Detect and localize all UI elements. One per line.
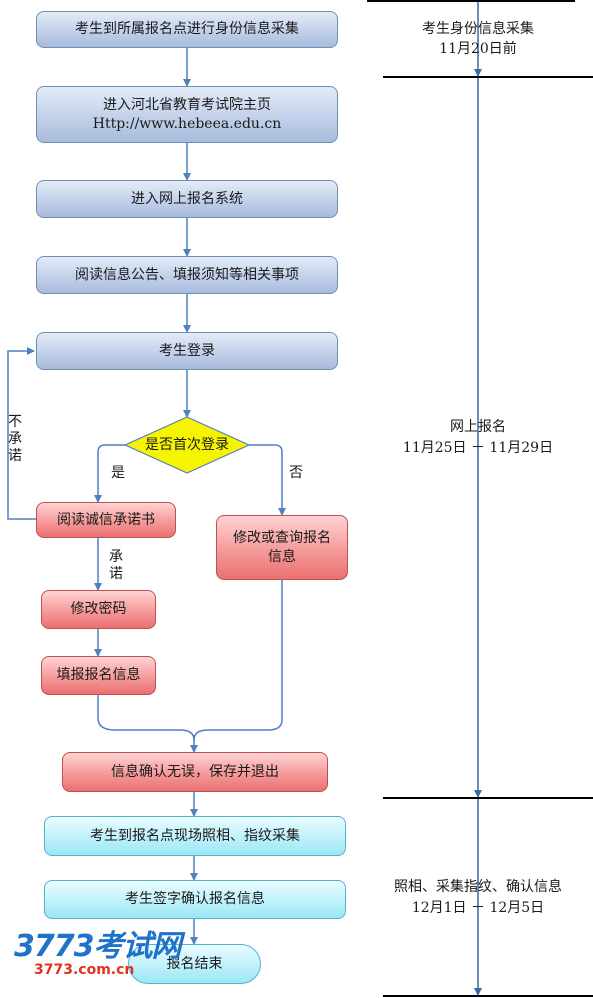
step-enter-system: 进入网上报名系统 (36, 180, 338, 218)
arrow-decision-no (249, 444, 286, 516)
step-read-notice: 阅读信息公告、填报须知等相关事项 (36, 256, 338, 294)
step-end: 报名结束 (128, 944, 261, 984)
phase3-date: 12月1日 － 12月5日 (411, 900, 545, 916)
phase2-title: 网上报名 (450, 419, 506, 435)
phase3-title: 照相、采集指纹、确认信息 (394, 879, 562, 895)
arrow-not-promise-loop (7, 347, 36, 520)
arrow-decision-yes (94, 444, 125, 503)
step-identity-collection: 考生到所属报名点进行身份信息采集 (36, 11, 338, 48)
phase1-title: 考生身份信息采集 (422, 21, 534, 37)
yes-label: 是 (111, 465, 125, 481)
no-label: 否 (289, 465, 303, 481)
phase1-date: 11月20日前 (439, 41, 517, 57)
step-fill-info: 填报报名信息 (41, 656, 156, 695)
step-read-integrity-pledge: 阅读诚信承诺书 (36, 502, 176, 538)
step-modify-query-info: 修改或查询报名信息 (216, 515, 348, 580)
step-confirm-save-exit: 信息确认无误，保存并退出 (62, 752, 328, 792)
phase2-date: 11月25日 － 11月29日 (402, 440, 554, 456)
not-promise-label: 不承诺 (8, 414, 22, 464)
step-visit-homepage-title: 进入河北省教育考试院主页 (103, 96, 271, 113)
watermark-url: 3773.com.cn (34, 962, 135, 978)
step-sign-confirm: 考生签字确认报名信息 (44, 880, 346, 919)
step-change-password: 修改密码 (41, 590, 156, 629)
connector-modify-merge (193, 580, 283, 741)
step-photo-fingerprint: 考生到报名点现场照相、指纹采集 (44, 816, 346, 856)
homepage-url: Http://www.hebeea.edu.cn (92, 115, 282, 132)
decision-diamond-shape (123, 416, 251, 474)
watermark-brand: 3773考试网 (14, 929, 181, 964)
timeline (367, 0, 593, 997)
step-visit-homepage: 进入河北省教育考试院主页 Http://www.hebeea.edu.cn (36, 86, 338, 143)
decision-first-login: 是否首次登录 (145, 437, 229, 453)
connector-fill-merge (97, 695, 195, 741)
promise-label: 承诺 (109, 549, 123, 582)
step-login: 考生登录 (36, 332, 338, 370)
